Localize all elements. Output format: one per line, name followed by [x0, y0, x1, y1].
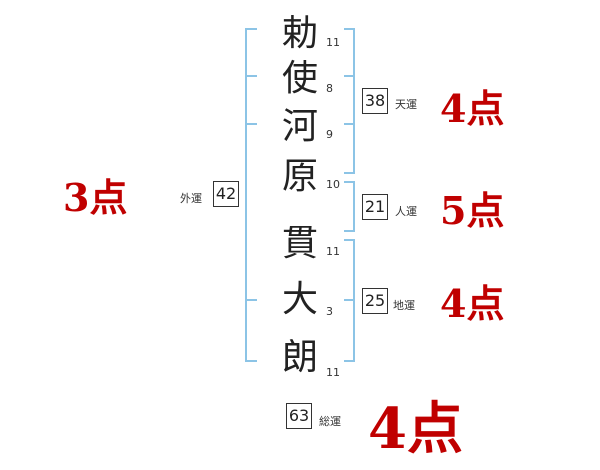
name-char: 勅 [281, 13, 318, 54]
stroke-count: 8 [326, 82, 333, 95]
jinkaku-score: 5点 [440, 188, 505, 233]
tenkaku-label: 天運 [395, 98, 417, 111]
soukaku-value: 63 [286, 403, 312, 429]
name-char: 原 [281, 156, 318, 197]
jinkaku-label: 人運 [395, 205, 417, 218]
chikaku-score: 4点 [440, 281, 505, 326]
outer-bracket [245, 28, 257, 362]
name-char: 貫 [281, 223, 318, 264]
person-bracket [344, 181, 355, 232]
bracket-tick [344, 75, 354, 77]
soukaku-score: 4点 [368, 396, 463, 462]
jinkaku-value: 21 [362, 194, 388, 220]
chikaku-label: 地運 [393, 299, 415, 312]
stroke-count: 10 [326, 178, 340, 191]
bracket-tick [247, 123, 257, 125]
bracket-tick [247, 75, 257, 77]
stroke-count: 9 [326, 128, 333, 141]
name-char: 大 [281, 279, 318, 320]
name-char: 使 [281, 58, 318, 99]
earth-bracket [344, 239, 355, 362]
stroke-count: 11 [326, 36, 340, 49]
stroke-count: 11 [326, 366, 340, 379]
chikaku-value: 25 [362, 288, 388, 314]
name-char: 河 [281, 106, 318, 147]
gaikaku-label: 外運 [180, 192, 202, 205]
stroke-count: 11 [326, 245, 340, 258]
gaikaku-score: 3点 [63, 175, 128, 220]
heaven-bracket [344, 28, 355, 174]
bracket-tick [344, 299, 354, 301]
bracket-tick [344, 123, 354, 125]
tenkaku-score: 4点 [440, 86, 505, 131]
bracket-tick [247, 299, 257, 301]
gaikaku-value: 42 [213, 181, 239, 207]
soukaku-label: 総運 [319, 415, 341, 428]
stroke-count: 3 [326, 305, 333, 318]
name-char: 朗 [281, 337, 318, 378]
tenkaku-value: 38 [362, 88, 388, 114]
